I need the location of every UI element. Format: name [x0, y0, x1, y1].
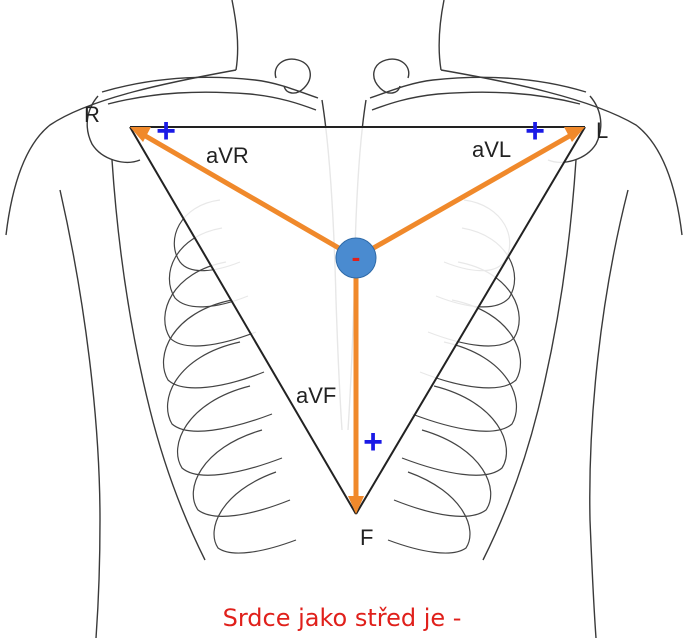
- lead-label-avf: aVF: [296, 383, 336, 408]
- rib-left-8: [214, 472, 296, 553]
- neck-outline-left: [232, 0, 238, 70]
- clavicle-left-lower: [108, 92, 316, 110]
- arm-outline-left: [60, 190, 100, 638]
- clavicle-right-lower: [372, 92, 580, 110]
- electrode-label-l: L: [596, 118, 608, 143]
- electrode-label-f: F: [360, 525, 373, 550]
- rib-right-7: [394, 430, 491, 516]
- electrode-label-r: R: [84, 102, 100, 127]
- center-pole-sign: -: [352, 242, 361, 272]
- rib-right-8: [388, 472, 470, 553]
- neck-outline-right: [439, 0, 444, 70]
- sternum-top-right: [374, 59, 409, 93]
- lead-label-avl: aVL: [472, 137, 511, 162]
- clavicle-right: [370, 77, 586, 98]
- caption: Srdce jako střed je -: [0, 604, 684, 632]
- arm-outline-right: [590, 190, 628, 638]
- sternum-top-left: [275, 59, 310, 93]
- rib-left-7: [193, 430, 290, 516]
- lead-label-avr: aVR: [206, 143, 249, 168]
- center-pole: -: [336, 238, 376, 278]
- positive-mark-avr: +: [156, 112, 176, 150]
- clavicle-left: [102, 77, 318, 98]
- positive-mark-avf: +: [363, 423, 383, 461]
- positive-mark-avl: +: [525, 112, 545, 150]
